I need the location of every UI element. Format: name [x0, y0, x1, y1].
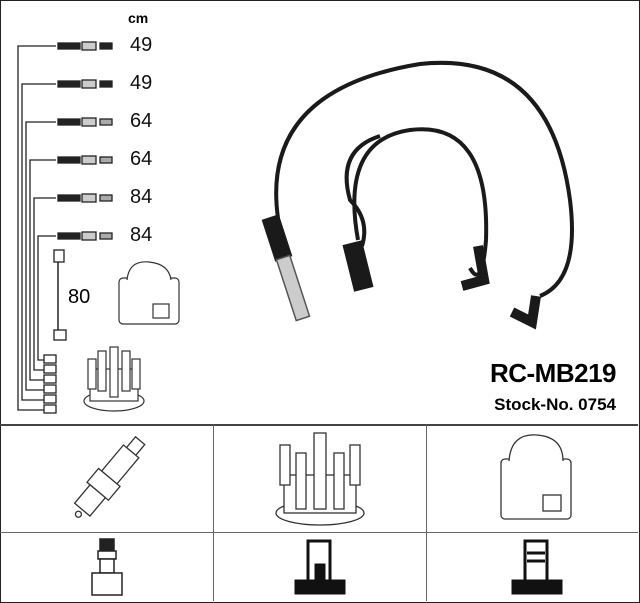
- cable-schematic-icon: [17, 41, 113, 414]
- stock-number: Stock-No. 0754: [494, 395, 616, 414]
- ignition-coil-icon: [118, 261, 180, 325]
- cell-coil-terminal: [427, 533, 638, 601]
- cable-length-1: 49: [130, 34, 153, 56]
- cell-distributor-terminal: [214, 533, 427, 601]
- distributor-cap-icon: [83, 346, 145, 412]
- cable-length-2: 49: [130, 72, 153, 94]
- cell-spark-plug-terminal: [0, 533, 214, 601]
- coil-terminal-icon: [511, 539, 563, 595]
- cell-ignition-coil: [427, 425, 638, 533]
- cable-set-panel: cm 49 49 64 64 84 84 80: [0, 10, 638, 426]
- cable-length-4: 64: [130, 148, 153, 170]
- cell-distributor-cap: [214, 425, 427, 533]
- coil-cable-length: 80: [68, 286, 91, 308]
- unit-label: cm: [128, 10, 149, 26]
- ignition-coil-icon: [500, 434, 572, 520]
- ignition-cables-photo: [261, 60, 574, 330]
- spark-plug-icon: [73, 435, 146, 518]
- cell-spark-plug: [0, 425, 214, 533]
- cable-length-5: 84: [130, 186, 153, 208]
- cable-length-3: 64: [130, 110, 153, 132]
- spark-plug-terminal-icon: [91, 538, 123, 596]
- components-table: [0, 425, 638, 601]
- product-code: RC-MB219: [489, 358, 617, 388]
- cable-length-6: 84: [130, 224, 153, 246]
- distributor-terminal-icon: [294, 539, 346, 595]
- distributor-cap-icon: [275, 432, 365, 526]
